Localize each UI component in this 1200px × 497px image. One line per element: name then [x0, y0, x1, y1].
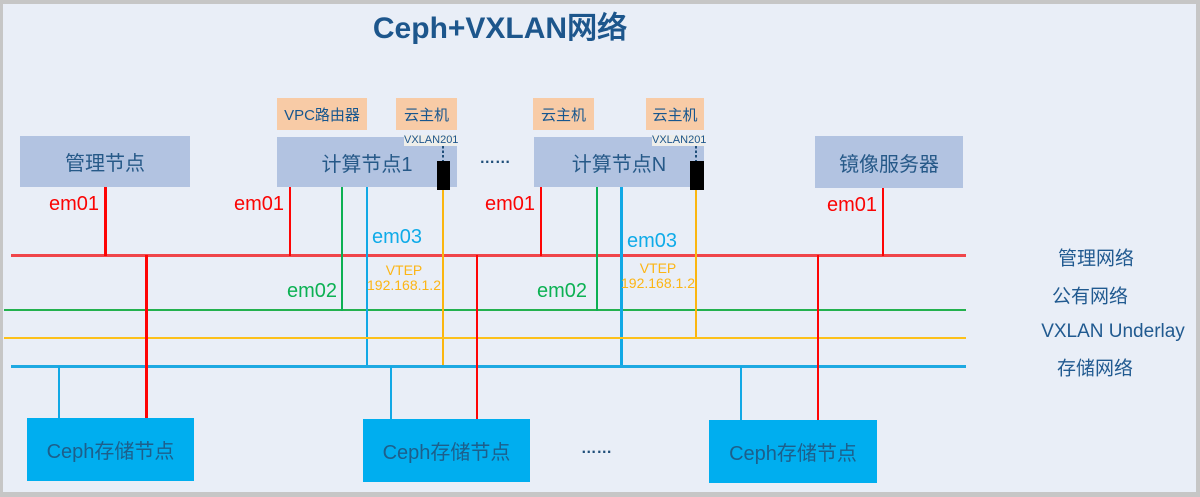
compute-ellipsis: …… [479, 150, 511, 167]
mgmt-node-em01-line [104, 187, 107, 256]
computeN-em02-label: em02 [536, 280, 587, 302]
computeN-em01-label: em01 [484, 193, 535, 215]
computeN-vtep-info: VTEP 192.168.1.2 [621, 261, 695, 291]
storage-network-line [11, 365, 966, 368]
public-network-line [4, 308, 966, 312]
ceph-ellipsis: …… [581, 440, 612, 457]
ceph1-storage-line [57, 366, 61, 418]
cloud-host-label-1: 云主机 [403, 106, 449, 124]
compute1-vm-dotted-link [441, 145, 445, 161]
mgmt-node-em01-label: em01 [48, 193, 99, 215]
mirror-em01-label: em01 [826, 194, 877, 216]
ceph-node-label-3: Ceph存储节点 [729, 443, 857, 465]
computeN-em01-line [539, 187, 543, 256]
computeN-vm-dotted-link [694, 145, 698, 161]
compute1-vxlan-tag: VXLAN201 [404, 133, 459, 146]
ceph3-mgmt-line [816, 255, 820, 420]
compute1-em01-line [288, 187, 292, 256]
mirror-node-label: 镜像服务器 [839, 153, 939, 176]
computeN-vtep-ip: 192.168.1.2 [621, 275, 695, 291]
ceph-node-label-2: Ceph存储节点 [382, 442, 511, 464]
mirror-node-box: 镜像服务器 [815, 136, 963, 188]
compute1-em01-label: em01 [233, 193, 284, 215]
ceph-node-box-2: Ceph存储节点 [363, 419, 530, 482]
computeN-node-label: 计算节点N [571, 153, 667, 176]
network-label-public: 公有网络 [1051, 286, 1129, 308]
network-label-mgmt: 管理网络 [1057, 248, 1135, 270]
computeN-node-box: 计算节点N [534, 137, 704, 187]
cloud-host-label-3: 云主机 [652, 106, 698, 124]
mgmt-network-line [11, 254, 966, 257]
computeN-vxlan-tag: VXLAN201 [652, 133, 707, 146]
computeN-em03-label: em03 [627, 230, 678, 252]
vxlan-underlay-line [4, 336, 966, 339]
diagram-title: Ceph+VXLAN网络 [372, 12, 628, 45]
network-label-storage: 存储网络 [1056, 358, 1134, 380]
network-label-vxlan: VXLAN Underlay [1041, 321, 1185, 342]
cloud-host-label-2: 云主机 [540, 106, 586, 124]
compute1-em03-label: em03 [372, 226, 423, 248]
ceph-node-box-1: Ceph存储节点 [27, 418, 194, 481]
compute1-em03-line [365, 187, 369, 368]
diagram-canvas [3, 4, 1196, 492]
compute1-em02-line [340, 187, 344, 311]
compute1-vtep-ip: 192.168.1.2 [367, 277, 441, 293]
compute1-vtep-line [441, 188, 445, 368]
mgmt-node-box: 管理节点 [20, 136, 190, 187]
ceph-node-label-1: Ceph存储节点 [46, 441, 175, 463]
ceph1-mgmt-line [145, 255, 148, 418]
ceph2-storage-line [389, 366, 393, 419]
compute1-vtep-info: VTEP 192.168.1.2 [367, 263, 441, 293]
computeN-vtep-label: VTEP [639, 260, 677, 276]
cloud-host-box-1: 云主机 [396, 98, 457, 130]
compute1-em02-label: em02 [286, 280, 337, 302]
cloud-host-box-2: 云主机 [533, 98, 594, 130]
mirror-em01-line [881, 188, 885, 256]
ceph2-mgmt-line [475, 255, 479, 419]
computeN-vtep-port-icon [689, 161, 704, 190]
computeN-em03-line [620, 187, 623, 368]
computeN-em02-line [595, 187, 599, 311]
compute1-vtep-label: VTEP [385, 262, 423, 278]
compute1-vtep-port-icon [437, 161, 450, 190]
vpc-router-box: VPC路由器 [277, 98, 367, 130]
compute1-node-label: 计算节点1 [321, 153, 413, 176]
ceph-node-box-3: Ceph存储节点 [709, 420, 877, 483]
computeN-vtep-line [694, 188, 698, 339]
ceph3-storage-line [739, 366, 743, 420]
mgmt-node-label: 管理节点 [65, 153, 145, 175]
vpc-router-label: VPC路由器 [284, 106, 360, 124]
cloud-host-box-3: 云主机 [646, 98, 704, 130]
